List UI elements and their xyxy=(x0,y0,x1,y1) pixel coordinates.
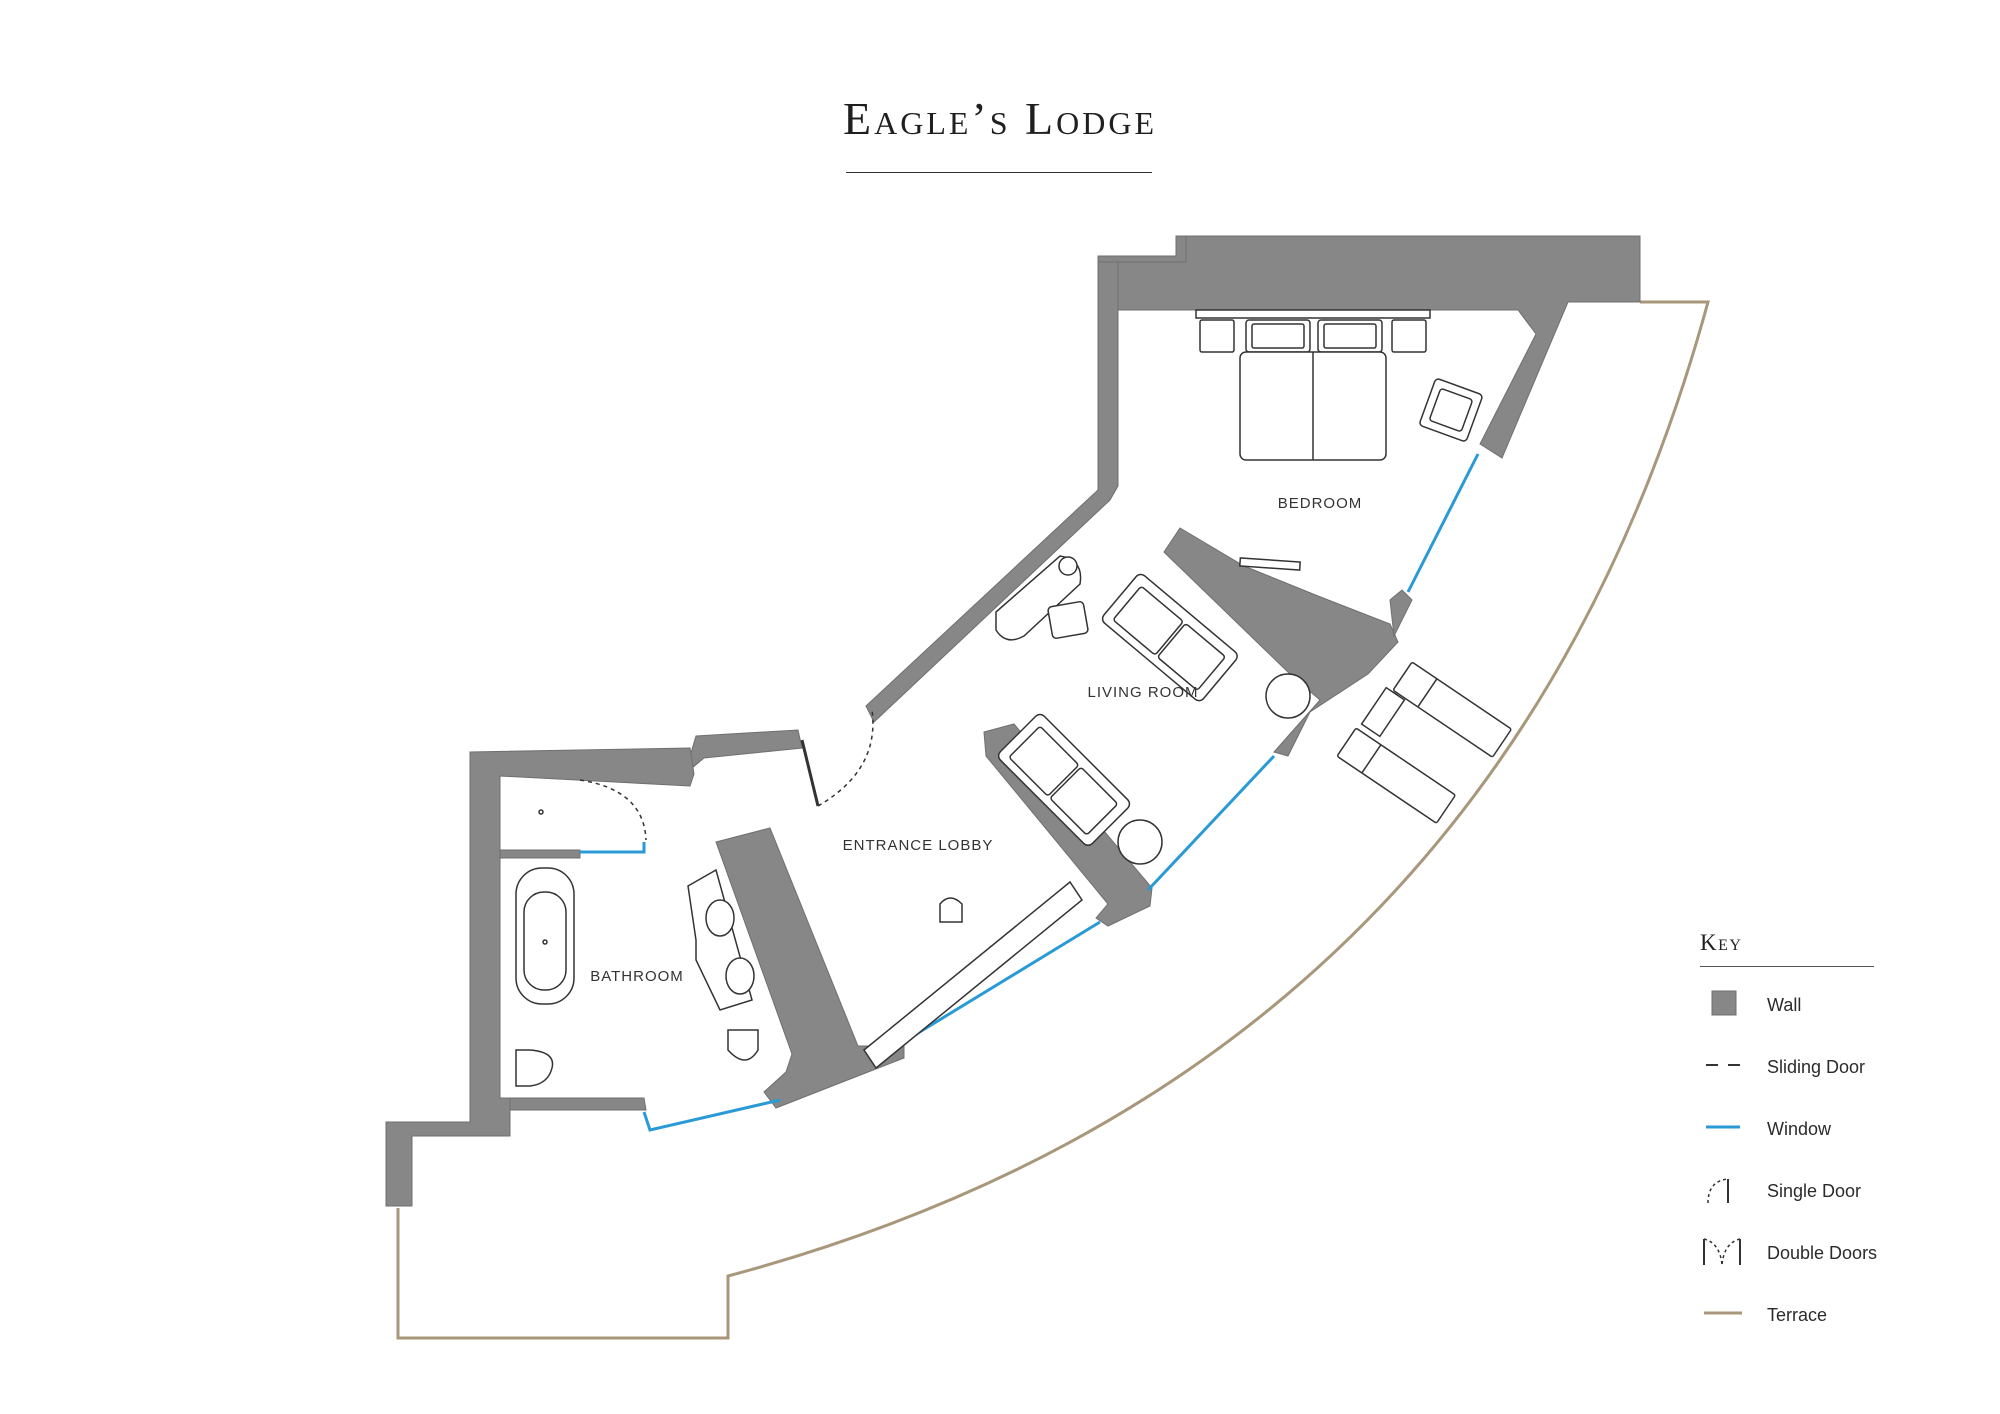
bathroom-stool xyxy=(727,1029,759,1061)
legend-item-double-doors: Double Doors xyxy=(1700,1237,1880,1299)
lobby-stool xyxy=(939,897,963,923)
sink-lower xyxy=(725,957,755,995)
nightstand-left xyxy=(1199,319,1235,353)
wall-bathroom-internal xyxy=(499,849,581,859)
legend-item-terrace: Terrace xyxy=(1700,1299,1880,1361)
window-bathroom-inner xyxy=(580,842,646,854)
legend-item-single-door: Single Door xyxy=(1700,1175,1880,1237)
wall-entrance-jamb xyxy=(689,729,803,769)
window-living xyxy=(1146,754,1276,892)
terrace-lounger-1 xyxy=(1393,662,1512,758)
bathroom-door-arc xyxy=(579,779,647,841)
legend-item-wall: Wall xyxy=(1700,989,1880,1051)
window-bedroom xyxy=(1406,453,1480,593)
side-table-lower xyxy=(1117,819,1163,865)
side-table-upper xyxy=(1265,673,1311,719)
nightstand-right xyxy=(1391,319,1427,353)
bedroom-console xyxy=(1238,557,1302,571)
wall-swatch-icon xyxy=(1711,990,1737,1016)
bedroom-armchair xyxy=(1419,378,1483,442)
toilet xyxy=(515,1049,554,1087)
tan-line-icon xyxy=(1704,1311,1742,1315)
desk-lamp xyxy=(1058,556,1078,576)
legend: Key Wall Sliding Door Window Single Door xyxy=(1700,930,1880,1361)
wall-bedroom-left xyxy=(1097,235,1187,263)
desk-chair xyxy=(1047,601,1089,639)
legend-label: Sliding Door xyxy=(1767,1057,1866,1077)
legend-label: Single Door xyxy=(1767,1181,1862,1201)
room-label-living-room: LIVING ROOM xyxy=(1087,684,1198,701)
single-door-arc-icon xyxy=(1707,1178,1729,1204)
legend-label: Terrace xyxy=(1767,1305,1828,1325)
wall-bathroom-bottom xyxy=(509,1097,647,1111)
blue-line-icon xyxy=(1706,1125,1740,1129)
legend-item-window: Window xyxy=(1700,1113,1880,1175)
window-bathroom xyxy=(642,1098,781,1132)
legend-label: Wall xyxy=(1767,995,1802,1015)
legend-label: Double Doors xyxy=(1767,1243,1878,1263)
furniture xyxy=(515,309,1512,1087)
legend-divider xyxy=(1700,966,1874,967)
room-label-bedroom: BEDROOM xyxy=(1278,495,1363,512)
wall-right-segment xyxy=(1389,589,1413,638)
bathtub-drain xyxy=(542,939,548,945)
pillow-left-inner xyxy=(1251,323,1305,349)
legend-title: Key xyxy=(1700,930,1743,955)
terrace-lounger-2 xyxy=(1337,728,1456,824)
wall-upper-left xyxy=(865,261,1119,723)
entrance-door-leaf xyxy=(800,739,820,807)
legend-item-sliding-door: Sliding Door xyxy=(1700,1051,1880,1113)
sink-upper xyxy=(705,899,735,937)
title-divider xyxy=(846,172,1152,173)
pillow-right-inner xyxy=(1323,323,1377,349)
windows xyxy=(580,453,1480,1132)
shower-head xyxy=(538,809,544,815)
double-door-arcs-icon xyxy=(1703,1238,1741,1266)
entrance-door-arc xyxy=(817,709,874,807)
room-label-entrance-lobby: ENTRANCE LOBBY xyxy=(843,837,994,854)
living-sofa-upper xyxy=(1101,573,1238,702)
lobby-bench xyxy=(862,880,1084,1070)
bed-headboard xyxy=(1195,309,1431,319)
room-label-bathroom: BATHROOM xyxy=(590,968,684,985)
doors xyxy=(579,709,874,841)
legend-label: Window xyxy=(1767,1119,1832,1139)
terrace-side-table xyxy=(1360,686,1406,738)
terrace-outline xyxy=(396,300,1710,1340)
window-lobby xyxy=(899,920,1101,1046)
page-title: Eagle’s Lodge xyxy=(843,93,1157,144)
dashed-line-icon xyxy=(1706,1064,1740,1066)
wall-vanity-partition xyxy=(715,827,905,1109)
living-sofa-lower xyxy=(997,713,1131,847)
